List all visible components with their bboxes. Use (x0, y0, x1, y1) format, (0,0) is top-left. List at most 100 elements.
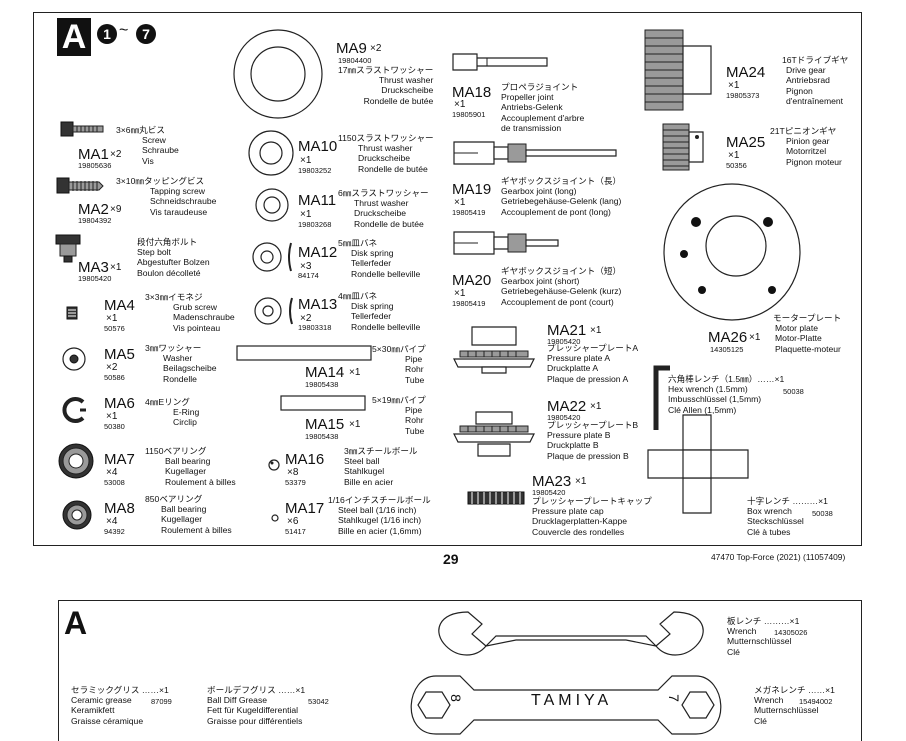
part-code-ma20: MA20 (452, 272, 492, 289)
pipe-ma15-drawing (280, 395, 366, 411)
part-code-ma9: MA9 (336, 40, 367, 57)
disk-spring-ma13-drawing (254, 297, 293, 325)
part-code-ma21: MA21 (547, 322, 587, 339)
part-qty-ma2: ×9 (110, 204, 122, 215)
part-number-ma5: 50586 (104, 373, 125, 382)
part-number-ma23: 19805420 (532, 488, 566, 497)
part-desc-ma19: ギヤボックスジョイント（長）Gearbox joint (long)Getrie… (501, 176, 622, 217)
grub-screw-ma4-drawing (66, 306, 78, 320)
part-number-ma12: 84174 (298, 271, 319, 280)
part-qty-ma7: ×4 (106, 467, 118, 478)
part-code-ma10: MA10 (298, 138, 338, 155)
part-qty-ma13: ×2 (300, 313, 312, 324)
part-number-ma24: 19805373 (726, 91, 760, 100)
part-qty-ma9: ×2 (370, 43, 382, 54)
tapping-screw-ma2-drawing (56, 177, 104, 194)
part-number-ma10: 19803252 (298, 166, 332, 175)
part-qty-ma10: ×1 (300, 155, 312, 166)
part-code-ma11: MA11 (298, 192, 337, 209)
bearing-ma8-drawing (62, 500, 92, 530)
part-code-ma15: MA15 (305, 416, 345, 433)
part-code-ma13: MA13 (298, 296, 338, 313)
part-qty-ma17: ×6 (287, 516, 299, 527)
gearbox-joint-long-ma19-drawing (453, 141, 617, 165)
part-qty-ma18: ×1 (454, 99, 466, 110)
part-qty-ma8: ×4 (106, 516, 118, 527)
part-qty-ma6: ×1 (106, 411, 118, 422)
pinion-gear-ma25-drawing (662, 123, 704, 171)
thrust-washer-ma11-drawing (255, 188, 289, 222)
steel-ball-ma16-drawing (268, 459, 280, 471)
part-number-ma1: 19805636 (78, 161, 112, 170)
part-qty-ma4: ×1 (106, 313, 118, 324)
part-number-ma3: 19805420 (78, 274, 112, 283)
part-number-ma16: 53379 (285, 478, 306, 487)
screw-ma1-drawing (60, 121, 104, 137)
wrench-part-number: 14305026 (774, 628, 808, 637)
part-number-ma25: 50356 (726, 161, 747, 170)
steel-ball-ma17-drawing (271, 514, 279, 522)
part-number-ma11: 19803268 (298, 220, 332, 229)
tools-panel-frame (58, 600, 862, 741)
part-number-ma15: 19805438 (305, 432, 339, 441)
gearbox-joint-short-ma20-drawing (453, 231, 559, 255)
part-number-ma9: 19804400 (338, 56, 372, 65)
flat-wrench-drawing (438, 611, 704, 656)
part-number-ma14: 19805438 (305, 380, 339, 389)
part-number-ma13: 19803318 (298, 323, 332, 332)
part-qty-ma22: ×1 (590, 401, 602, 412)
part-qty-ma24: ×1 (728, 80, 740, 91)
washer-ma5-drawing (62, 347, 86, 371)
wrench-size-right: 7 (665, 694, 682, 702)
step-range-tilde: ~ (119, 22, 129, 39)
part-code-ma25: MA25 (726, 134, 766, 151)
part-qty-ma26: ×1 (749, 332, 761, 343)
mega-wrench-part-number: 15494002 (799, 697, 833, 706)
part-code-ma16: MA16 (285, 451, 325, 468)
part-qty-ma25: ×1 (728, 150, 740, 161)
part-code-ma17: MA17 (285, 500, 325, 517)
e-ring-ma6-drawing (62, 397, 86, 423)
thrust-washer-ma9-drawing (233, 29, 323, 119)
part-qty-ma23: ×1 (575, 476, 587, 487)
step-end-circle: 7 (136, 24, 156, 44)
part-number-ma26: 14305125 (710, 345, 744, 354)
drive-gear-ma24-drawing (644, 29, 712, 111)
part-code-ma14: MA14 (305, 364, 345, 381)
part-qty-ma11: ×1 (300, 209, 312, 220)
part-code-ma7: MA7 (104, 451, 135, 468)
part-qty-ma5: ×2 (106, 362, 118, 373)
page-number: 29 (443, 551, 459, 567)
part-number-ma4: 50576 (104, 324, 125, 333)
ceramic-grease-part-number: 87099 (151, 697, 172, 706)
part-number-ma20: 19805419 (452, 299, 486, 308)
wrench-brand: TAMIYA (531, 692, 613, 709)
part-qty-ma15: ×1 (349, 419, 361, 430)
part-code-ma6: MA6 (104, 395, 135, 412)
part-code-ma19: MA19 (452, 181, 492, 198)
part-code-ma23: MA23 (532, 473, 572, 490)
step-letter-badge: A (57, 18, 91, 56)
box-wrench-part-number: 50038 (812, 509, 833, 518)
part-qty-ma1: ×2 (110, 149, 122, 160)
